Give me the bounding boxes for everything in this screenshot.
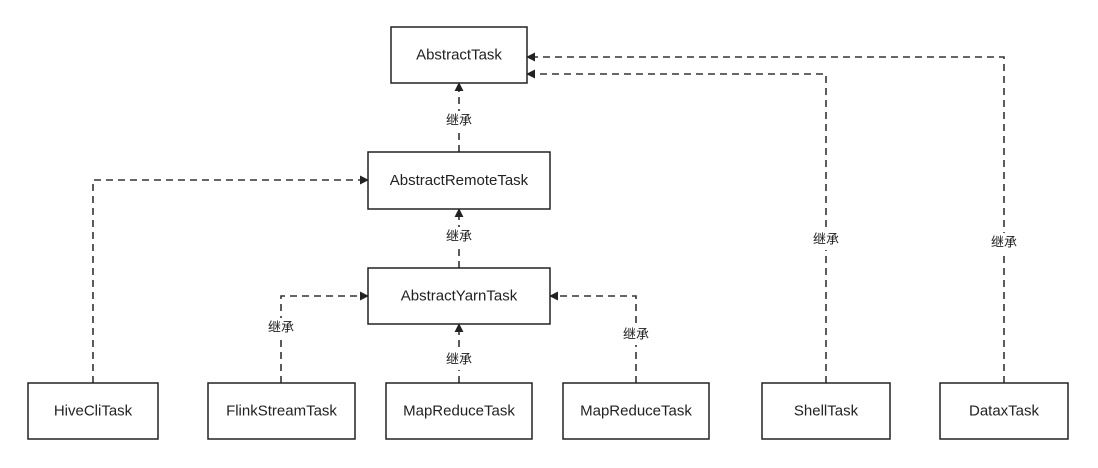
class-node-flink-stream-task: FlinkStreamTask — [207, 382, 356, 440]
class-name-label: FlinkStreamTask — [226, 403, 337, 420]
edge-label-background — [987, 233, 1021, 253]
edge-label: 继承 — [446, 230, 472, 245]
edge-label: 继承 — [446, 353, 472, 368]
edge-label: 继承 — [991, 236, 1017, 251]
class-node-mapreduce-task-1: MapReduceTask — [385, 382, 533, 440]
edge-label-background — [442, 111, 476, 131]
class-node-abstract-task: AbstractTask — [390, 26, 528, 84]
class-box — [761, 382, 891, 440]
class-box — [27, 382, 159, 440]
class-box — [367, 267, 551, 325]
inheritance-edge-mr1-to-yarn: 继承 — [442, 323, 476, 383]
edge-label: 继承 — [623, 328, 649, 343]
edge-label-background — [809, 230, 843, 250]
class-box — [939, 382, 1069, 440]
class-node-datax-task: DataxTask — [939, 382, 1069, 440]
edge-label: 继承 — [813, 233, 839, 248]
class-node-abstract-yarn-task: AbstractYarnTask — [367, 267, 551, 325]
class-name-label: AbstractYarnTask — [401, 288, 518, 305]
dashed-arrow-hive-to-remote — [92, 175, 369, 383]
edge-label-background — [442, 227, 476, 247]
class-name-label: DataxTask — [969, 403, 1040, 420]
class-name-label: ShellTask — [794, 403, 859, 420]
inheritance-edge-remote-to-abstract: 继承 — [442, 82, 476, 152]
class-box — [385, 382, 533, 440]
class-box — [367, 151, 551, 210]
class-name-label: HiveCliTask — [54, 403, 133, 420]
edge-label-background — [264, 318, 298, 338]
class-name-label: AbstractTask — [416, 47, 502, 64]
edge-label-background — [442, 350, 476, 370]
class-box — [562, 382, 710, 440]
class-node-mapreduce-task-2: MapReduceTask — [562, 382, 710, 440]
class-name-label: MapReduceTask — [403, 403, 515, 420]
class-node-hive-cli-task: HiveCliTask — [27, 382, 159, 440]
inheritance-edge-shell-to-abstract: 继承 — [526, 69, 843, 383]
inheritance-edge-datax-to-abstract: 继承 — [526, 52, 1021, 383]
dashed-arrow-shell-to-abstract — [526, 69, 827, 383]
inheritance-edge-hive-to-remote — [92, 175, 369, 383]
inheritance-edge-yarn-to-remote: 继承 — [442, 208, 476, 268]
inheritance-edge-flink-to-yarn: 继承 — [264, 291, 369, 383]
class-box — [390, 26, 528, 84]
edge-label-background — [619, 325, 653, 345]
class-name-label: AbstractRemoteTask — [390, 172, 529, 189]
edge-label: 继承 — [268, 321, 294, 336]
class-node-shell-task: ShellTask — [761, 382, 891, 440]
class-node-abstract-remote-task: AbstractRemoteTask — [367, 151, 551, 210]
dashed-arrow-mr2-to-yarn — [549, 291, 637, 383]
class-box — [207, 382, 356, 440]
inheritance-edge-mr2-to-yarn: 继承 — [549, 291, 653, 383]
dashed-arrow-flink-to-yarn — [280, 291, 369, 383]
edge-label: 继承 — [446, 114, 472, 129]
class-name-label: MapReduceTask — [580, 403, 692, 420]
dashed-arrow-datax-to-abstract — [526, 52, 1005, 383]
